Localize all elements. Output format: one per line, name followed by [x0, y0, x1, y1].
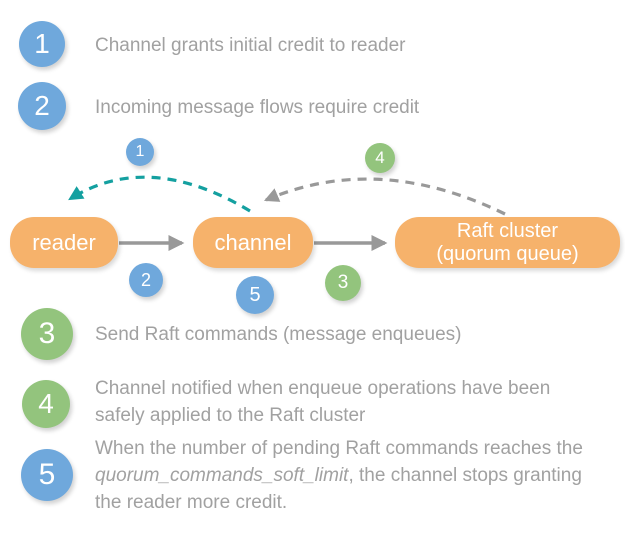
diagram-badge-5: 5 — [236, 276, 274, 314]
step-5-text-prefix: When the number of pending Raft commands… — [95, 438, 583, 459]
node-raft-label-line1: Raft cluster — [456, 219, 559, 242]
diagram-badge-4-number: 4 — [375, 148, 385, 167]
step-5-text-suffix: , the channel stops granting the reader … — [95, 465, 582, 513]
step-5-number: 5 — [38, 458, 56, 491]
step-1-badge: 1 — [19, 21, 65, 67]
arrow-raft-to-channel-notify — [263, 177, 506, 216]
step-3-badge: 3 — [21, 308, 73, 360]
step-5-text: When the number of pending Raft commands… — [95, 435, 605, 516]
step-3-number: 3 — [38, 317, 56, 350]
step-5-badge: 5 — [21, 449, 73, 501]
step-5-text-italic: quorum_commands_soft_limit — [95, 465, 349, 486]
diagram-badge-3-number: 3 — [337, 272, 349, 293]
diagram-badge-3: 3 — [325, 265, 361, 301]
node-channel: channel — [193, 217, 313, 268]
arrow-channel-to-reader-credit — [68, 175, 251, 213]
diagram-badge-1: 1 — [126, 138, 154, 166]
step-3-text: Send Raft commands (message enqueues) — [95, 324, 462, 345]
step-4-badge: 4 — [22, 380, 70, 428]
step-2-badge: 2 — [18, 82, 66, 130]
step-2-text: Incoming message flows require credit — [95, 97, 420, 118]
diagram-badge-5-number: 5 — [249, 283, 261, 306]
node-raft-label-line2: (quorum queue) — [436, 242, 579, 265]
node-raft-cluster: Raft cluster (quorum queue) — [395, 217, 620, 268]
diagram-badge-2: 2 — [129, 263, 163, 297]
node-reader: reader — [10, 217, 118, 268]
node-reader-label: reader — [32, 229, 96, 255]
step-1-number: 1 — [34, 28, 50, 59]
node-channel-label: channel — [214, 229, 292, 255]
diagram-badge-1-number: 1 — [135, 143, 145, 160]
diagram-badge-2-number: 2 — [140, 269, 151, 290]
step-1-text: Channel grants initial credit to reader — [95, 35, 406, 56]
step-4-text: Channel notified when enqueue operations… — [95, 378, 551, 426]
diagram-badge-4: 4 — [365, 143, 395, 173]
step-4-number: 4 — [38, 388, 54, 419]
step-2-number: 2 — [34, 90, 50, 121]
